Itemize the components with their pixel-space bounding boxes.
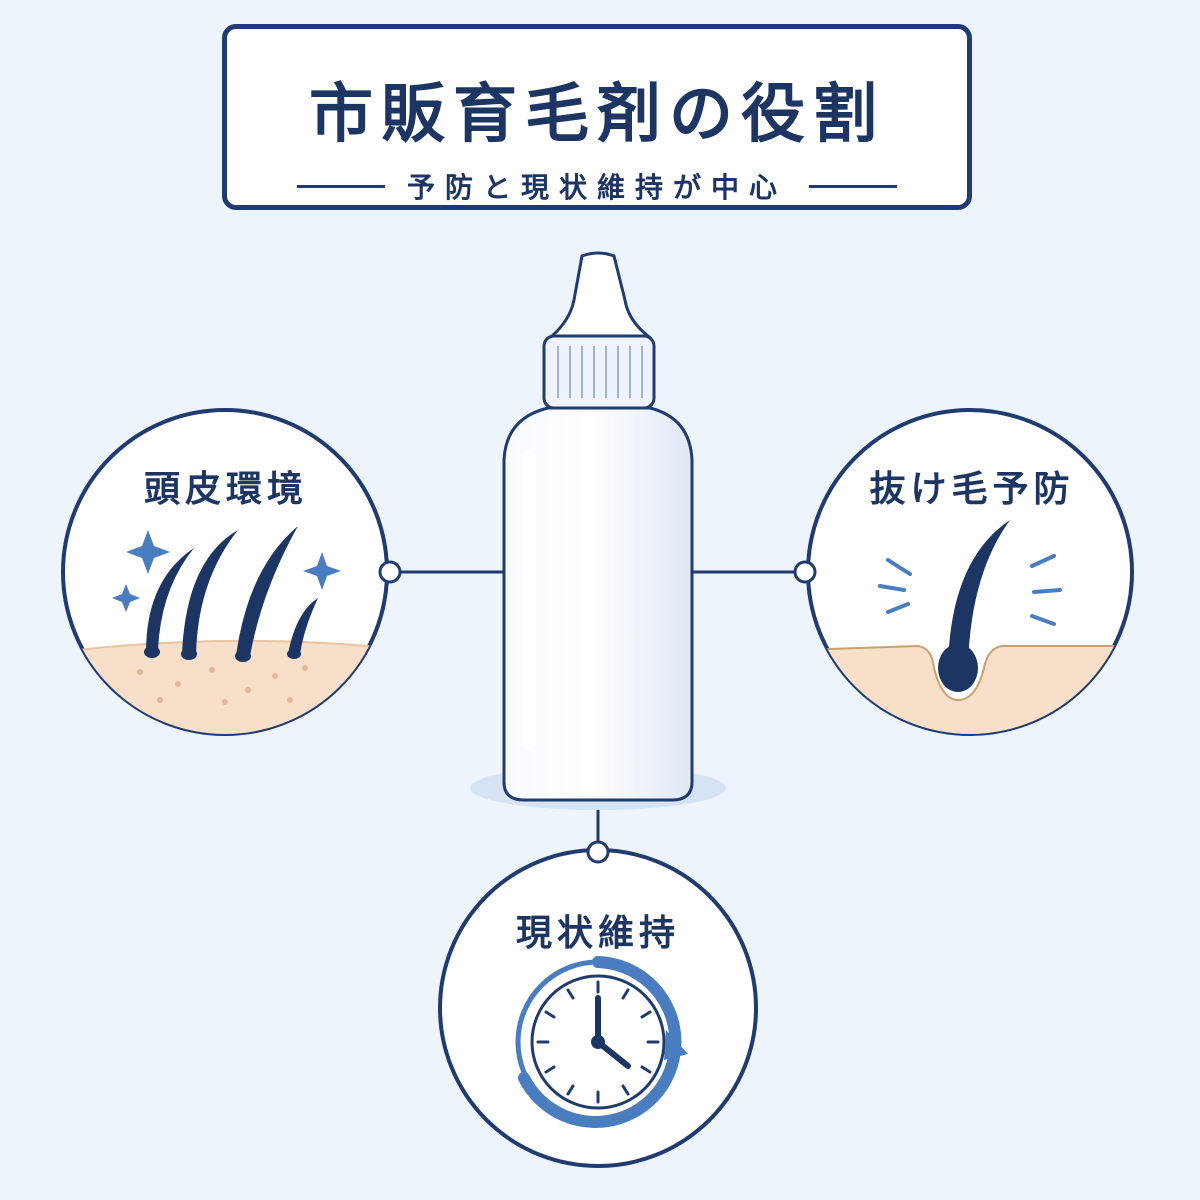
title-box: 市販育毛剤の役割 予防と現状維持が中心 xyxy=(222,24,972,210)
scalp-connector-dot xyxy=(378,560,402,584)
dropper-bottle-icon xyxy=(502,251,694,802)
subtitle-rule-right xyxy=(809,184,897,188)
scalp-label: 頭皮環境 xyxy=(143,469,308,510)
hairloss-connector-dot xyxy=(793,560,817,584)
maintain-label: 現状維持 xyxy=(515,913,680,954)
clock-arrow-icon xyxy=(515,956,688,1128)
subtitle-row: 予防と現状維持が中心 xyxy=(227,171,967,204)
hairloss-label: 抜け毛予防 xyxy=(869,469,1075,510)
scalp-node xyxy=(61,408,402,736)
maintain-connector-dot xyxy=(586,840,610,864)
single-hair-root-icon xyxy=(878,520,1062,692)
subtitle-rule-left xyxy=(296,184,385,188)
hair-follicles-sparkle-icon xyxy=(112,526,341,662)
page-subtitle: 予防と現状維持が中心 xyxy=(406,171,787,204)
maintain-node xyxy=(438,840,758,1168)
page-title: 市販育毛剤の役割 xyxy=(309,78,885,152)
